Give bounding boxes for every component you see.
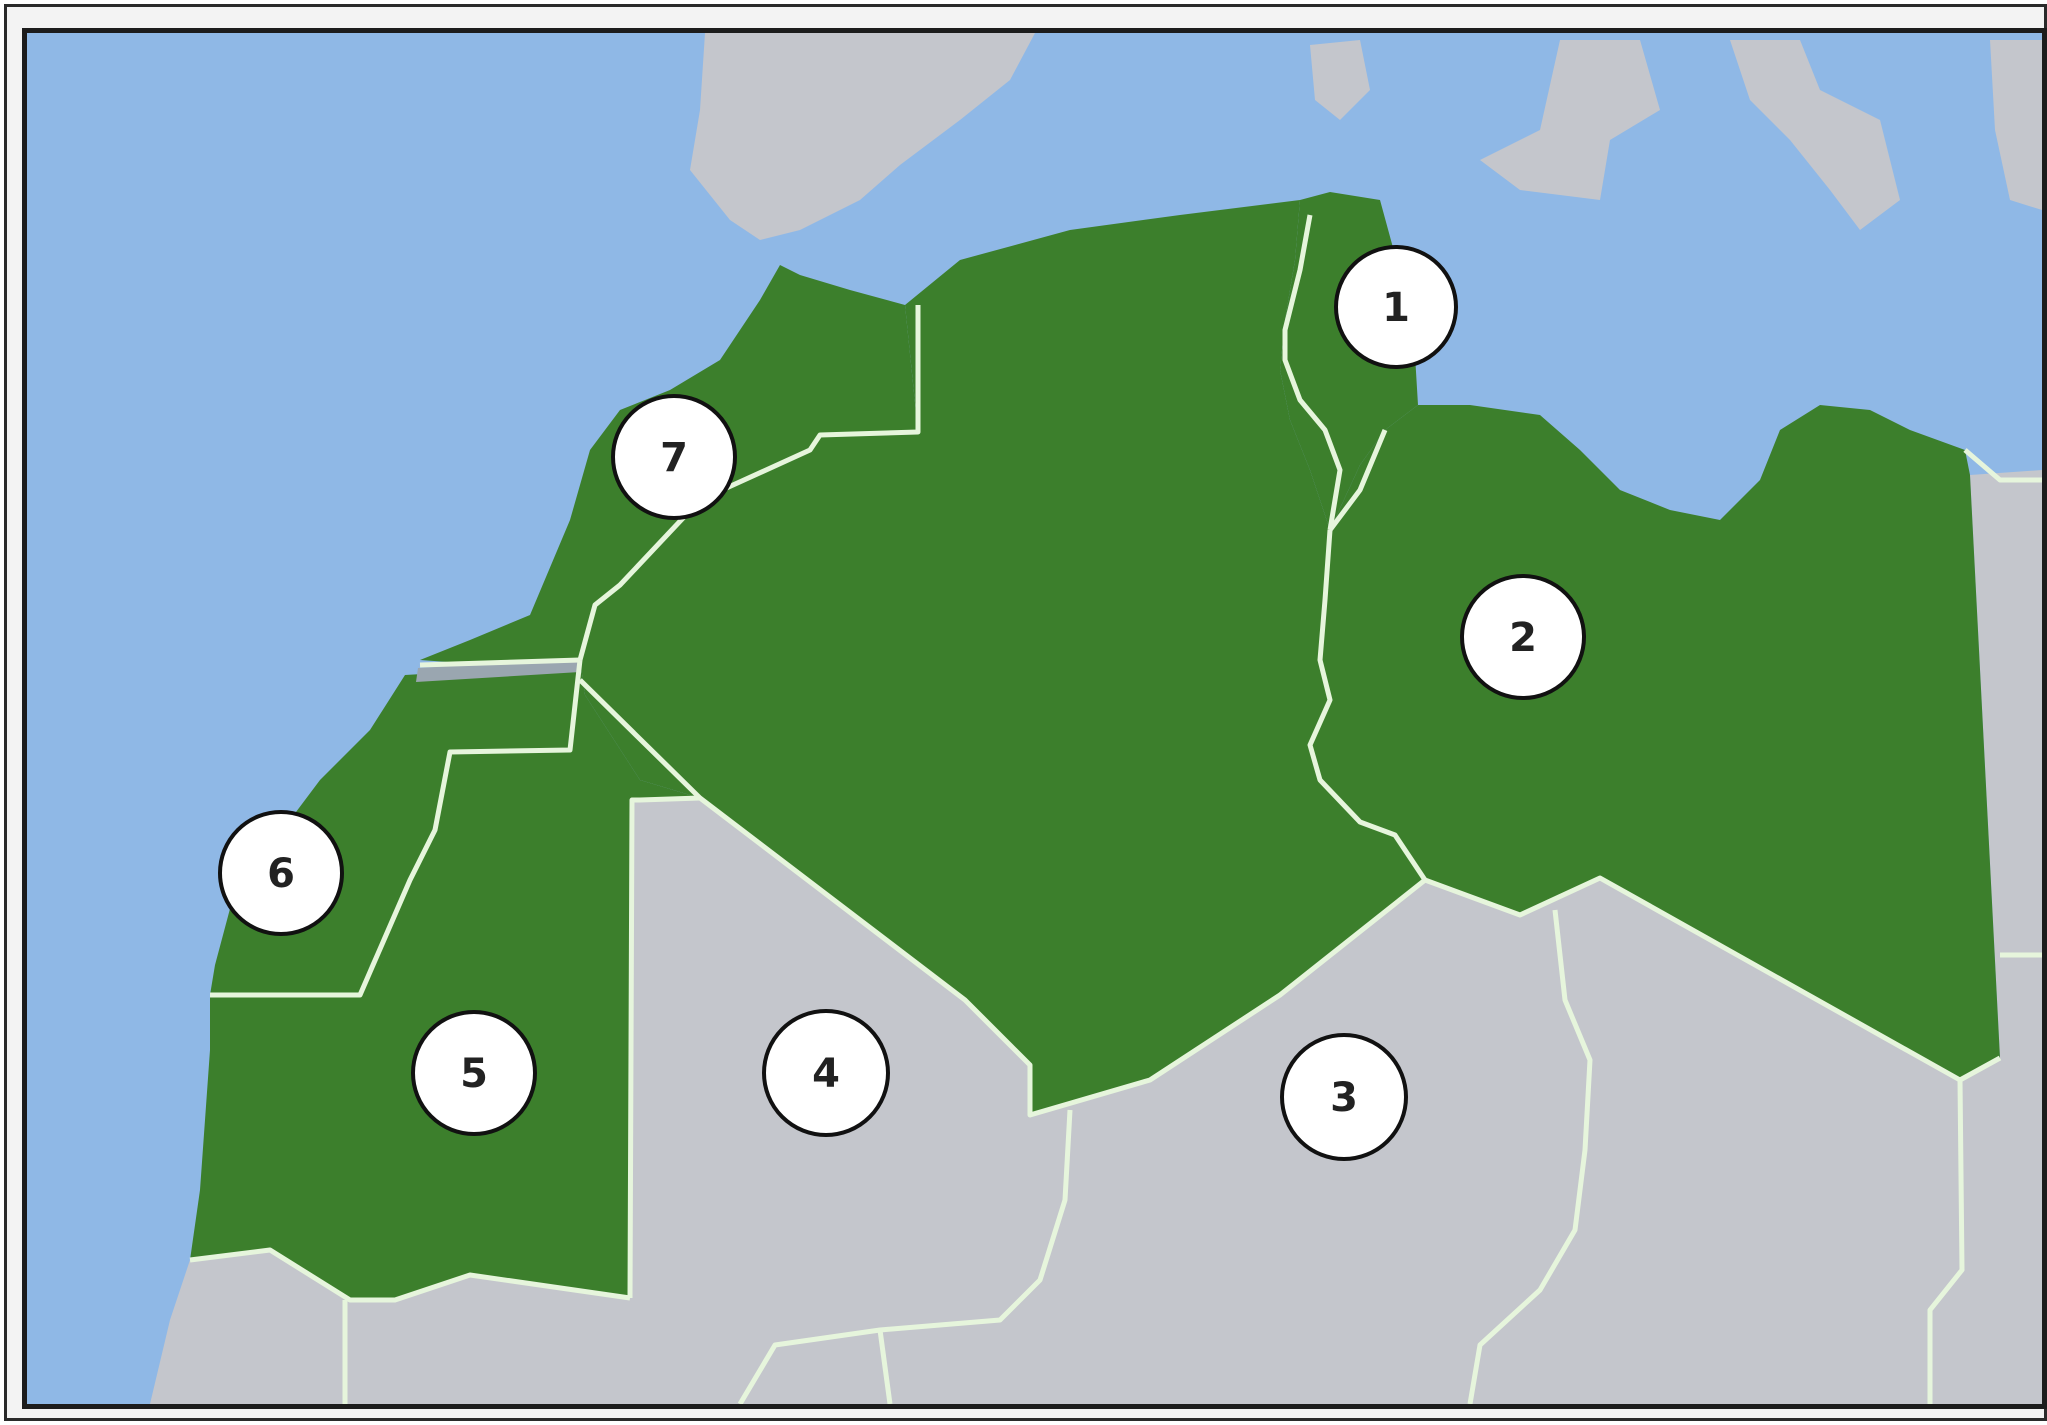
marker-1[interactable]: 1 <box>1334 245 1458 369</box>
marker-3-label: 3 <box>1330 1075 1358 1121</box>
region-5 <box>190 660 700 1300</box>
border-5-4 <box>627 795 701 1299</box>
region-central <box>580 200 1425 1115</box>
border-2-central <box>1307 529 1428 882</box>
marker-3[interactable]: 3 <box>1280 1033 1408 1161</box>
border-central-south <box>578 678 2002 1118</box>
marker-6-label: 6 <box>267 851 295 897</box>
southern-land-mass <box>150 470 2042 1404</box>
border-east-b <box>1963 448 2042 483</box>
northern-peninsula <box>1480 40 1660 200</box>
marker-4[interactable]: 4 <box>762 1009 890 1137</box>
border-east-a <box>1927 1079 1965 1404</box>
border-7-central <box>577 305 921 661</box>
map-canvas: 1 2 3 4 5 6 7 <box>27 33 2042 1404</box>
marker-4-circle <box>762 1009 890 1137</box>
borders <box>189 214 2042 1404</box>
border-3-east <box>1467 909 1593 1404</box>
northern-landmass-west <box>690 33 1035 240</box>
marker-2[interactable]: 2 <box>1460 574 1586 700</box>
marker-4-label: 4 <box>812 1051 840 1097</box>
border-5-south <box>189 1247 631 1303</box>
border-1-central <box>1282 214 1343 531</box>
map-panel: 1 2 3 4 5 6 7 <box>22 28 2047 1409</box>
marker-7-circle <box>611 394 737 520</box>
marker-5-label: 5 <box>460 1051 488 1097</box>
border-4-3 <box>737 1109 1073 1404</box>
region-2 <box>1310 405 2000 1080</box>
highlighted-region <box>190 192 2000 1300</box>
disputed-strip <box>416 658 580 682</box>
northeast-landmass <box>1990 40 2042 210</box>
marker-5-circle <box>411 1010 537 1136</box>
marker-1-label: 1 <box>1382 285 1410 331</box>
marker-1-circle <box>1334 245 1458 369</box>
marker-6-circle <box>218 810 344 936</box>
marker-6[interactable]: 6 <box>218 810 344 936</box>
border-7-6 <box>419 657 581 668</box>
marker-2-circle <box>1460 574 1586 700</box>
northern-island <box>1310 40 1370 120</box>
marker-2-label: 2 <box>1509 615 1537 661</box>
marker-5[interactable]: 5 <box>411 1010 537 1136</box>
marker-7[interactable]: 7 <box>611 394 737 520</box>
marker-3-circle <box>1280 1033 1408 1161</box>
marker-7-label: 7 <box>660 435 688 481</box>
border-6-5 <box>210 659 583 998</box>
border-1-2 <box>1328 429 1388 532</box>
border-south-b <box>877 1329 893 1404</box>
northern-landmass-east <box>1730 40 1900 230</box>
